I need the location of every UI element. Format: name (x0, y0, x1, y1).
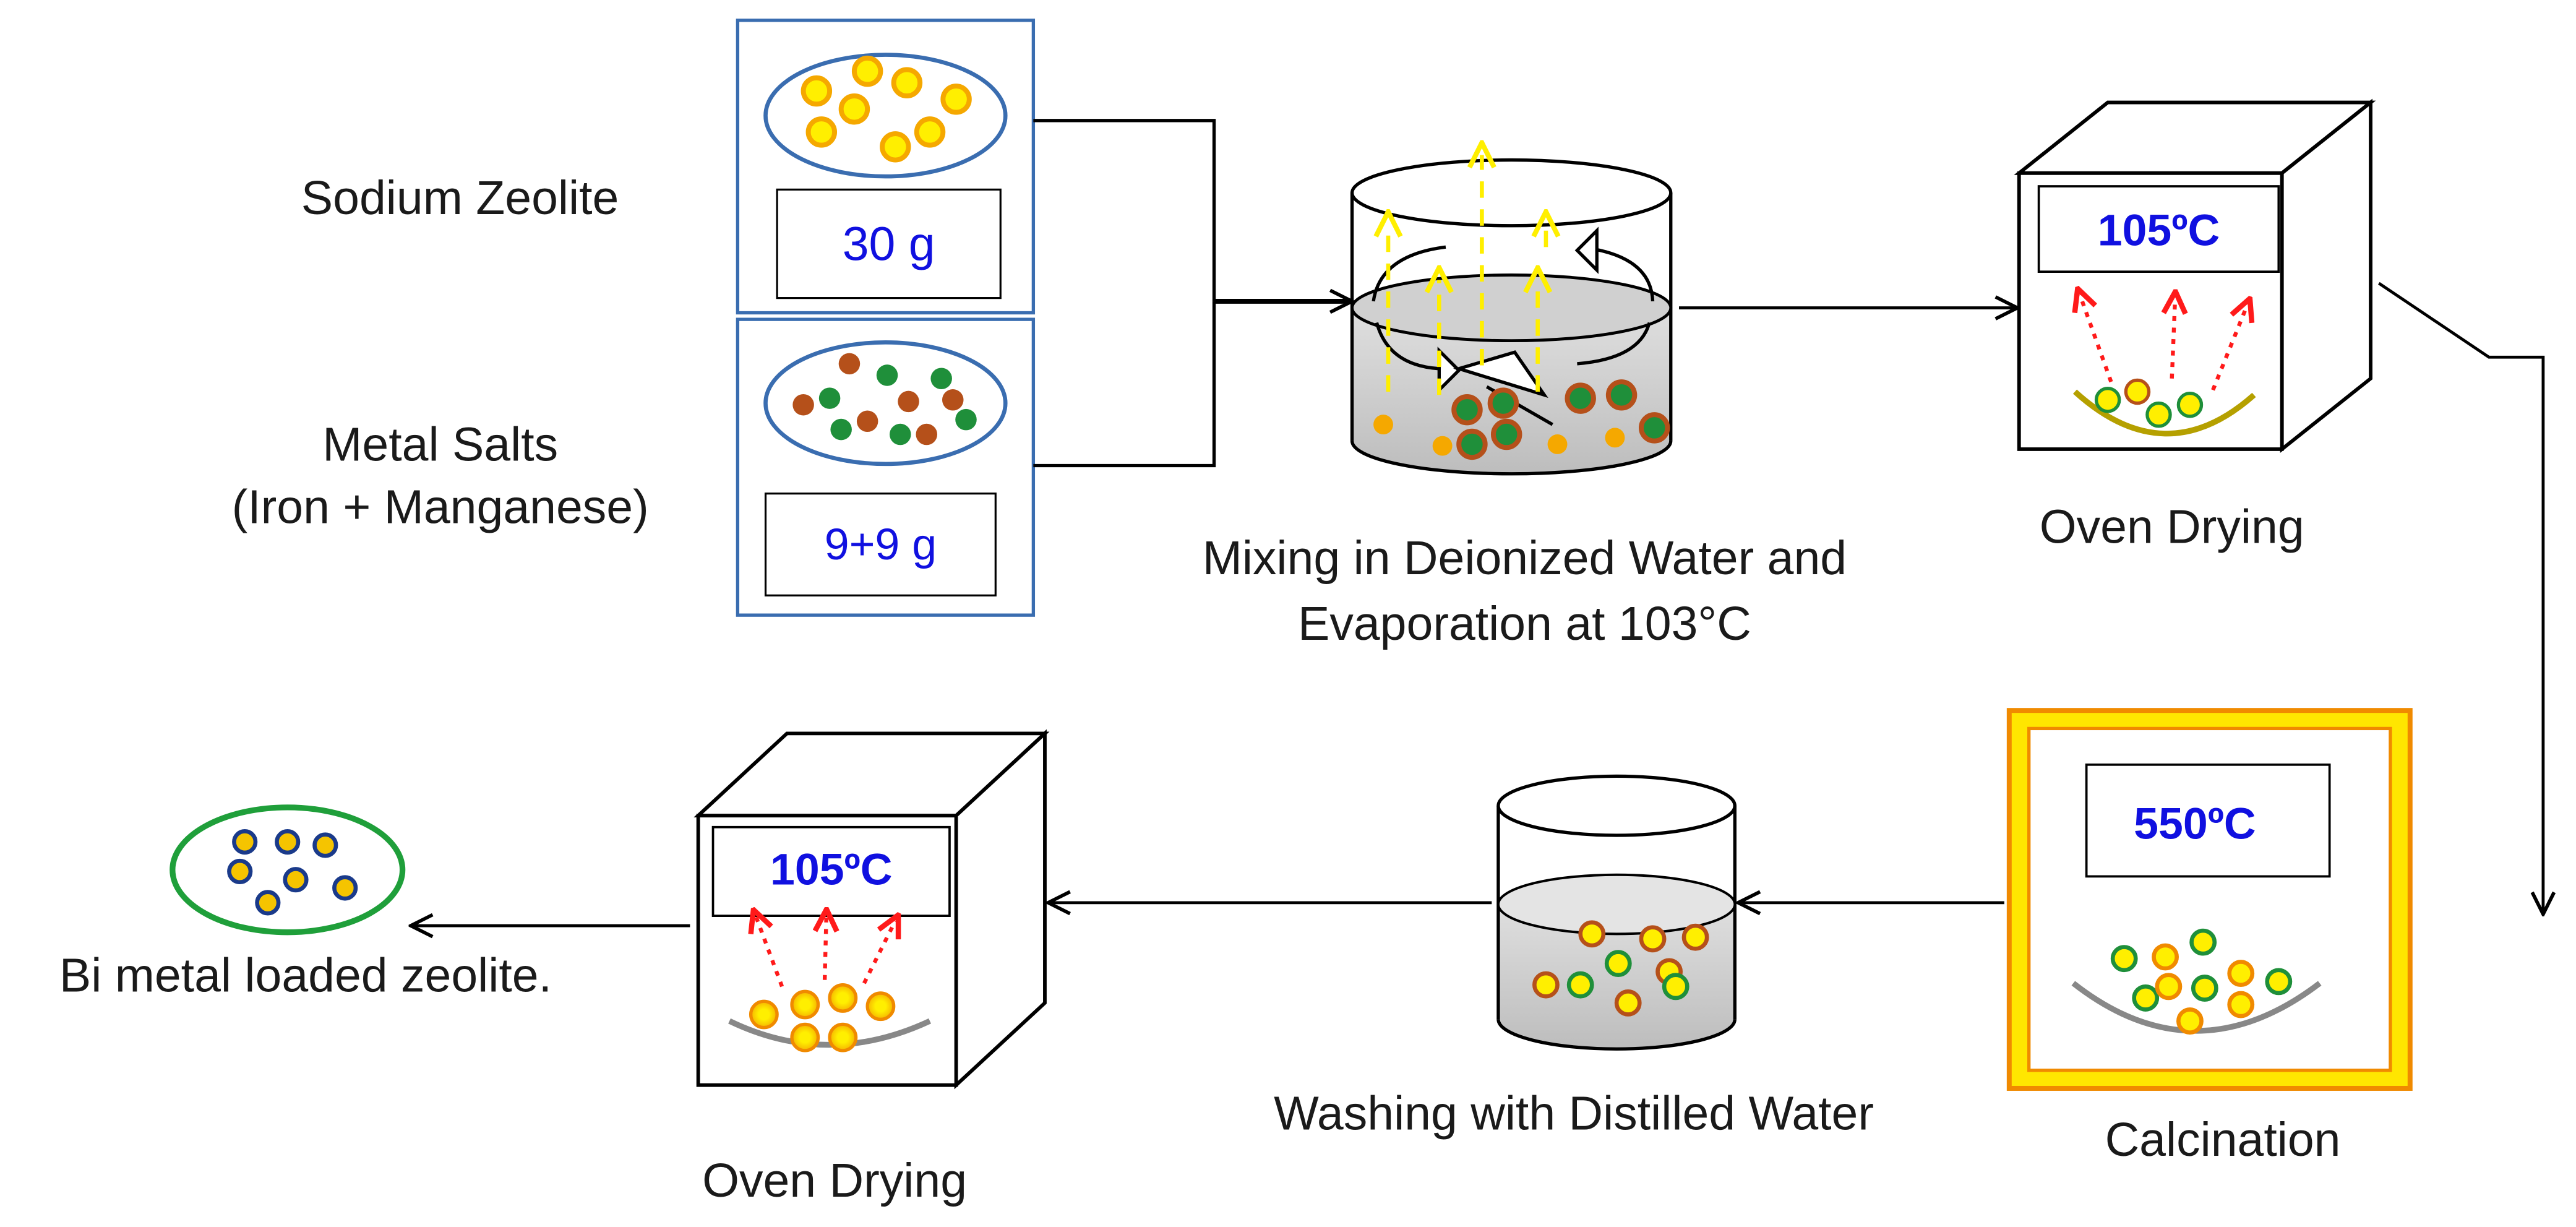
mixing-label-line1: Mixing in Deionized Water and (1203, 532, 1847, 585)
sodium-zeolite-panel: 30 g (736, 19, 1036, 315)
zeolite-mass-value: 30 g (843, 218, 935, 271)
oven-2-temperature: 105ºC (770, 845, 893, 895)
bimetal-zeolite-product (170, 804, 406, 936)
sodium-zeolite-label: Sodium Zeolite (301, 171, 619, 225)
product-particles (227, 829, 358, 916)
mixing-label-line2: Evaporation at 103°C (1298, 597, 1751, 650)
oven-2-label: Oven Drying (702, 1154, 967, 1207)
calcination-temperature: 550ºC (2134, 799, 2256, 848)
calcination-label: Calcination (2105, 1113, 2341, 1166)
arrow-oven-to-calcination (2377, 282, 2543, 915)
metal-salts-sublabel: (Iron + Manganese) (232, 480, 649, 533)
oven-1-label: Oven Drying (2040, 500, 2304, 553)
metal-salts-panel: 9+9 g (736, 317, 1036, 617)
washing-particles (1532, 920, 1709, 1017)
input-connector (1033, 119, 1352, 468)
heat-arrows-2 (756, 916, 896, 988)
metal-salts-label: Metal Salts (322, 418, 558, 471)
calcination-furnace: 550ºC (2006, 708, 2413, 1091)
oven-dryer-1: 105ºC (2014, 98, 2376, 453)
mixing-beaker (1350, 155, 1673, 476)
mixing-particles (1373, 379, 1670, 460)
heat-arrows-1 (2080, 295, 2248, 391)
calcined-particles (2110, 928, 2293, 1035)
washing-beaker (1496, 774, 1737, 1051)
metal-salt-particles (792, 353, 977, 446)
zeolite-particles (801, 55, 972, 163)
dried-particles (749, 983, 896, 1053)
oven-dryer-2: 105ºC (693, 729, 1050, 1090)
oven-1-temperature: 105ºC (2098, 206, 2220, 256)
evaporation-arrows (1388, 155, 1546, 395)
washing-label: Washing with Distilled Water (1274, 1087, 1874, 1140)
metal-salts-mass-value: 9+9 g (825, 520, 937, 569)
product-label: Bi metal loaded zeolite. (59, 949, 552, 1002)
